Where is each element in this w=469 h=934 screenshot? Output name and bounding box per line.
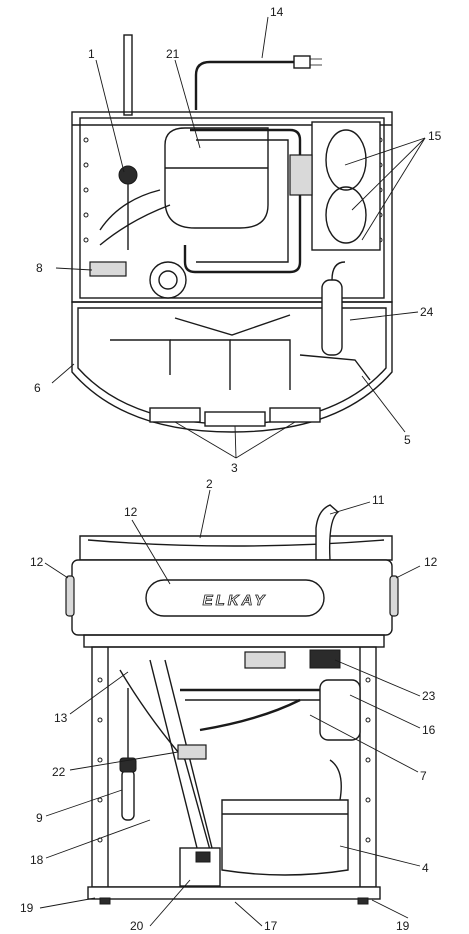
power-cord [194, 60, 295, 110]
callout-21: 21 [166, 47, 180, 61]
drain-fitting [149, 261, 187, 299]
push-bar-left [65, 575, 75, 617]
regulator-valve [118, 165, 138, 185]
callout-12-right: 12 [424, 555, 438, 569]
callout-15: 15 [428, 129, 442, 143]
fan-motor [289, 154, 313, 196]
callout-17: 17 [264, 919, 278, 933]
fan-housing [311, 121, 381, 251]
callout-3: 3 [231, 461, 238, 475]
callout-18: 18 [30, 853, 44, 867]
pressure-regulator [121, 769, 135, 821]
callout-1: 1 [88, 47, 95, 61]
callout-16: 16 [422, 723, 436, 737]
callout-20: 20 [130, 919, 144, 933]
drain-channel-right [269, 407, 321, 423]
callout-22: 22 [52, 765, 66, 779]
storage-tank [164, 127, 269, 229]
callout-6: 6 [34, 381, 41, 395]
lower-left-holes [97, 677, 103, 843]
bubbler [315, 504, 340, 561]
inlet-valve [177, 744, 207, 760]
power-plug [293, 55, 311, 69]
callout-23: 23 [422, 689, 436, 703]
callout-13: 13 [54, 711, 68, 725]
control-box [309, 649, 341, 669]
callout-24: 24 [420, 305, 434, 319]
callout-19-right: 19 [396, 919, 410, 933]
callout-5: 5 [404, 433, 411, 447]
drain-channel-center [204, 411, 266, 427]
logo-plate [145, 579, 325, 617]
lower-right-holes [365, 677, 371, 843]
left-rail-holes [83, 137, 89, 243]
vertical-rod [123, 34, 133, 116]
base-plate [87, 886, 381, 900]
callout-8: 8 [36, 261, 43, 275]
cooling-tube-loop [183, 128, 302, 274]
callout-7: 7 [420, 769, 427, 783]
fan-blade-upper [325, 129, 367, 191]
basin-bowl [71, 301, 393, 433]
drain-channel-left [149, 407, 201, 423]
leader-lines [39, 16, 426, 927]
callout-12-left: 12 [30, 555, 44, 569]
callout-12-top: 12 [124, 505, 138, 519]
callout-2: 2 [206, 477, 213, 491]
compressor [221, 799, 349, 876]
callout-4: 4 [422, 861, 429, 875]
front-view: ELKAY [65, 504, 399, 905]
filter-canister [321, 279, 343, 356]
leveling-foot-left [99, 897, 111, 905]
top-view [71, 34, 393, 433]
fan-blade-lower [325, 186, 367, 244]
callout-19-left: 19 [20, 901, 34, 915]
leveling-foot-right [357, 897, 369, 905]
callout-labels: 1 14 21 15 8 24 6 5 3 2 11 12 12 12 13 2… [20, 5, 442, 933]
callout-9: 9 [36, 811, 43, 825]
push-bar-right [389, 575, 399, 617]
top-deck [79, 535, 393, 561]
callout-14: 14 [270, 5, 284, 19]
callout-11: 11 [372, 493, 385, 507]
logo-text: ELKAY [203, 592, 268, 609]
